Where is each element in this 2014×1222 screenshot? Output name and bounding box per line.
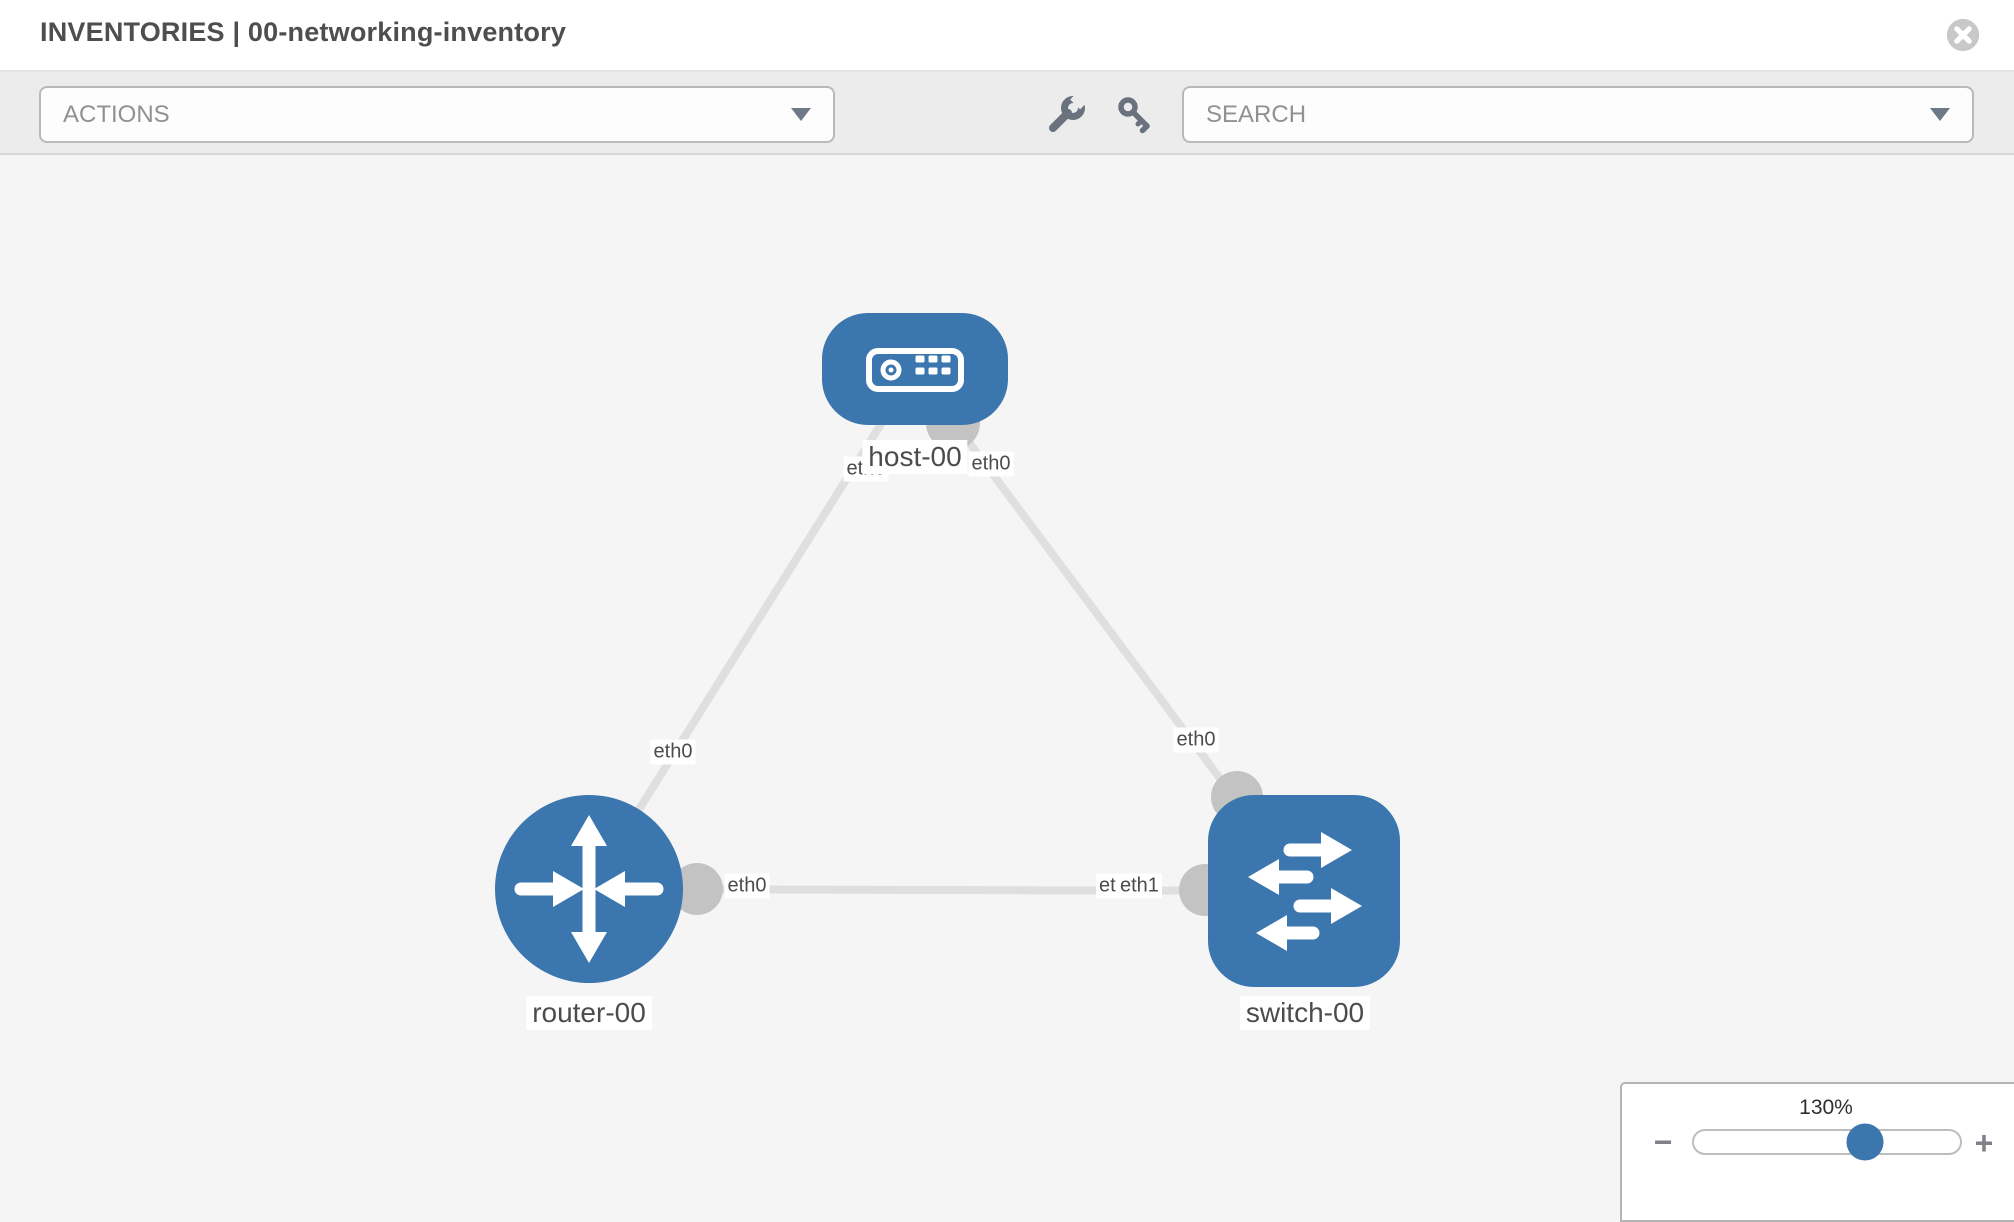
iface-label-switch-left-front: eth1 — [1117, 873, 1162, 899]
zoom-panel: 130% − + — [1620, 1082, 2014, 1222]
zoom-out-button[interactable]: − — [1653, 1124, 1673, 1160]
port-router-right — [671, 863, 723, 915]
key-icon — [1118, 97, 1150, 134]
iface-label-router-top: eth0 — [650, 739, 696, 765]
zoom-slider-track[interactable] — [1692, 1129, 1962, 1155]
zoom-slider-handle[interactable] — [1846, 1123, 1884, 1161]
page-title: INVENTORIES | 00-networking-inventory — [40, 17, 567, 47]
topology-svg — [495, 313, 1400, 987]
node-host[interactable] — [822, 313, 1008, 425]
search-dropdown[interactable]: SEARCH — [1182, 86, 1974, 143]
node-label-switch: switch-00 — [1239, 996, 1371, 1030]
iface-label-host-right: eth0 — [968, 451, 1014, 477]
close-button[interactable] — [1944, 16, 1982, 54]
search-input[interactable]: SEARCH — [1206, 100, 1307, 128]
chevron-down-icon — [1930, 108, 1950, 121]
node-label-router: router-00 — [526, 996, 652, 1030]
zoom-level: 130% — [1799, 1096, 1853, 1119]
close-icon[interactable] — [1946, 18, 1980, 52]
iface-label-switch-top: eth0 — [1173, 727, 1219, 753]
chevron-down-icon — [791, 108, 811, 121]
node-switch[interactable] — [1208, 795, 1400, 987]
actions-dropdown-label: ACTIONS — [63, 100, 170, 128]
topology-canvas[interactable]: eth0 eth0 eth0 eth0 eth0 eth0 eth1 host-… — [0, 155, 2014, 1200]
node-label-host: host-00 — [862, 440, 968, 474]
actions-dropdown[interactable]: ACTIONS — [39, 86, 835, 143]
wrench-button[interactable] — [1045, 94, 1087, 136]
router-icon — [514, 815, 664, 963]
iface-label-router-right: eth0 — [724, 873, 770, 899]
key-button[interactable] — [1114, 94, 1156, 136]
zoom-in-button[interactable]: + — [1974, 1125, 1994, 1161]
switch-icon — [1248, 832, 1362, 951]
wrench-icon — [1049, 94, 1087, 132]
header: INVENTORIES | 00-networking-inventory — [0, 0, 2014, 72]
toolbar: ACTIONS SEARCH — [0, 72, 2014, 155]
node-router[interactable] — [495, 795, 683, 983]
host-icon — [866, 348, 964, 392]
